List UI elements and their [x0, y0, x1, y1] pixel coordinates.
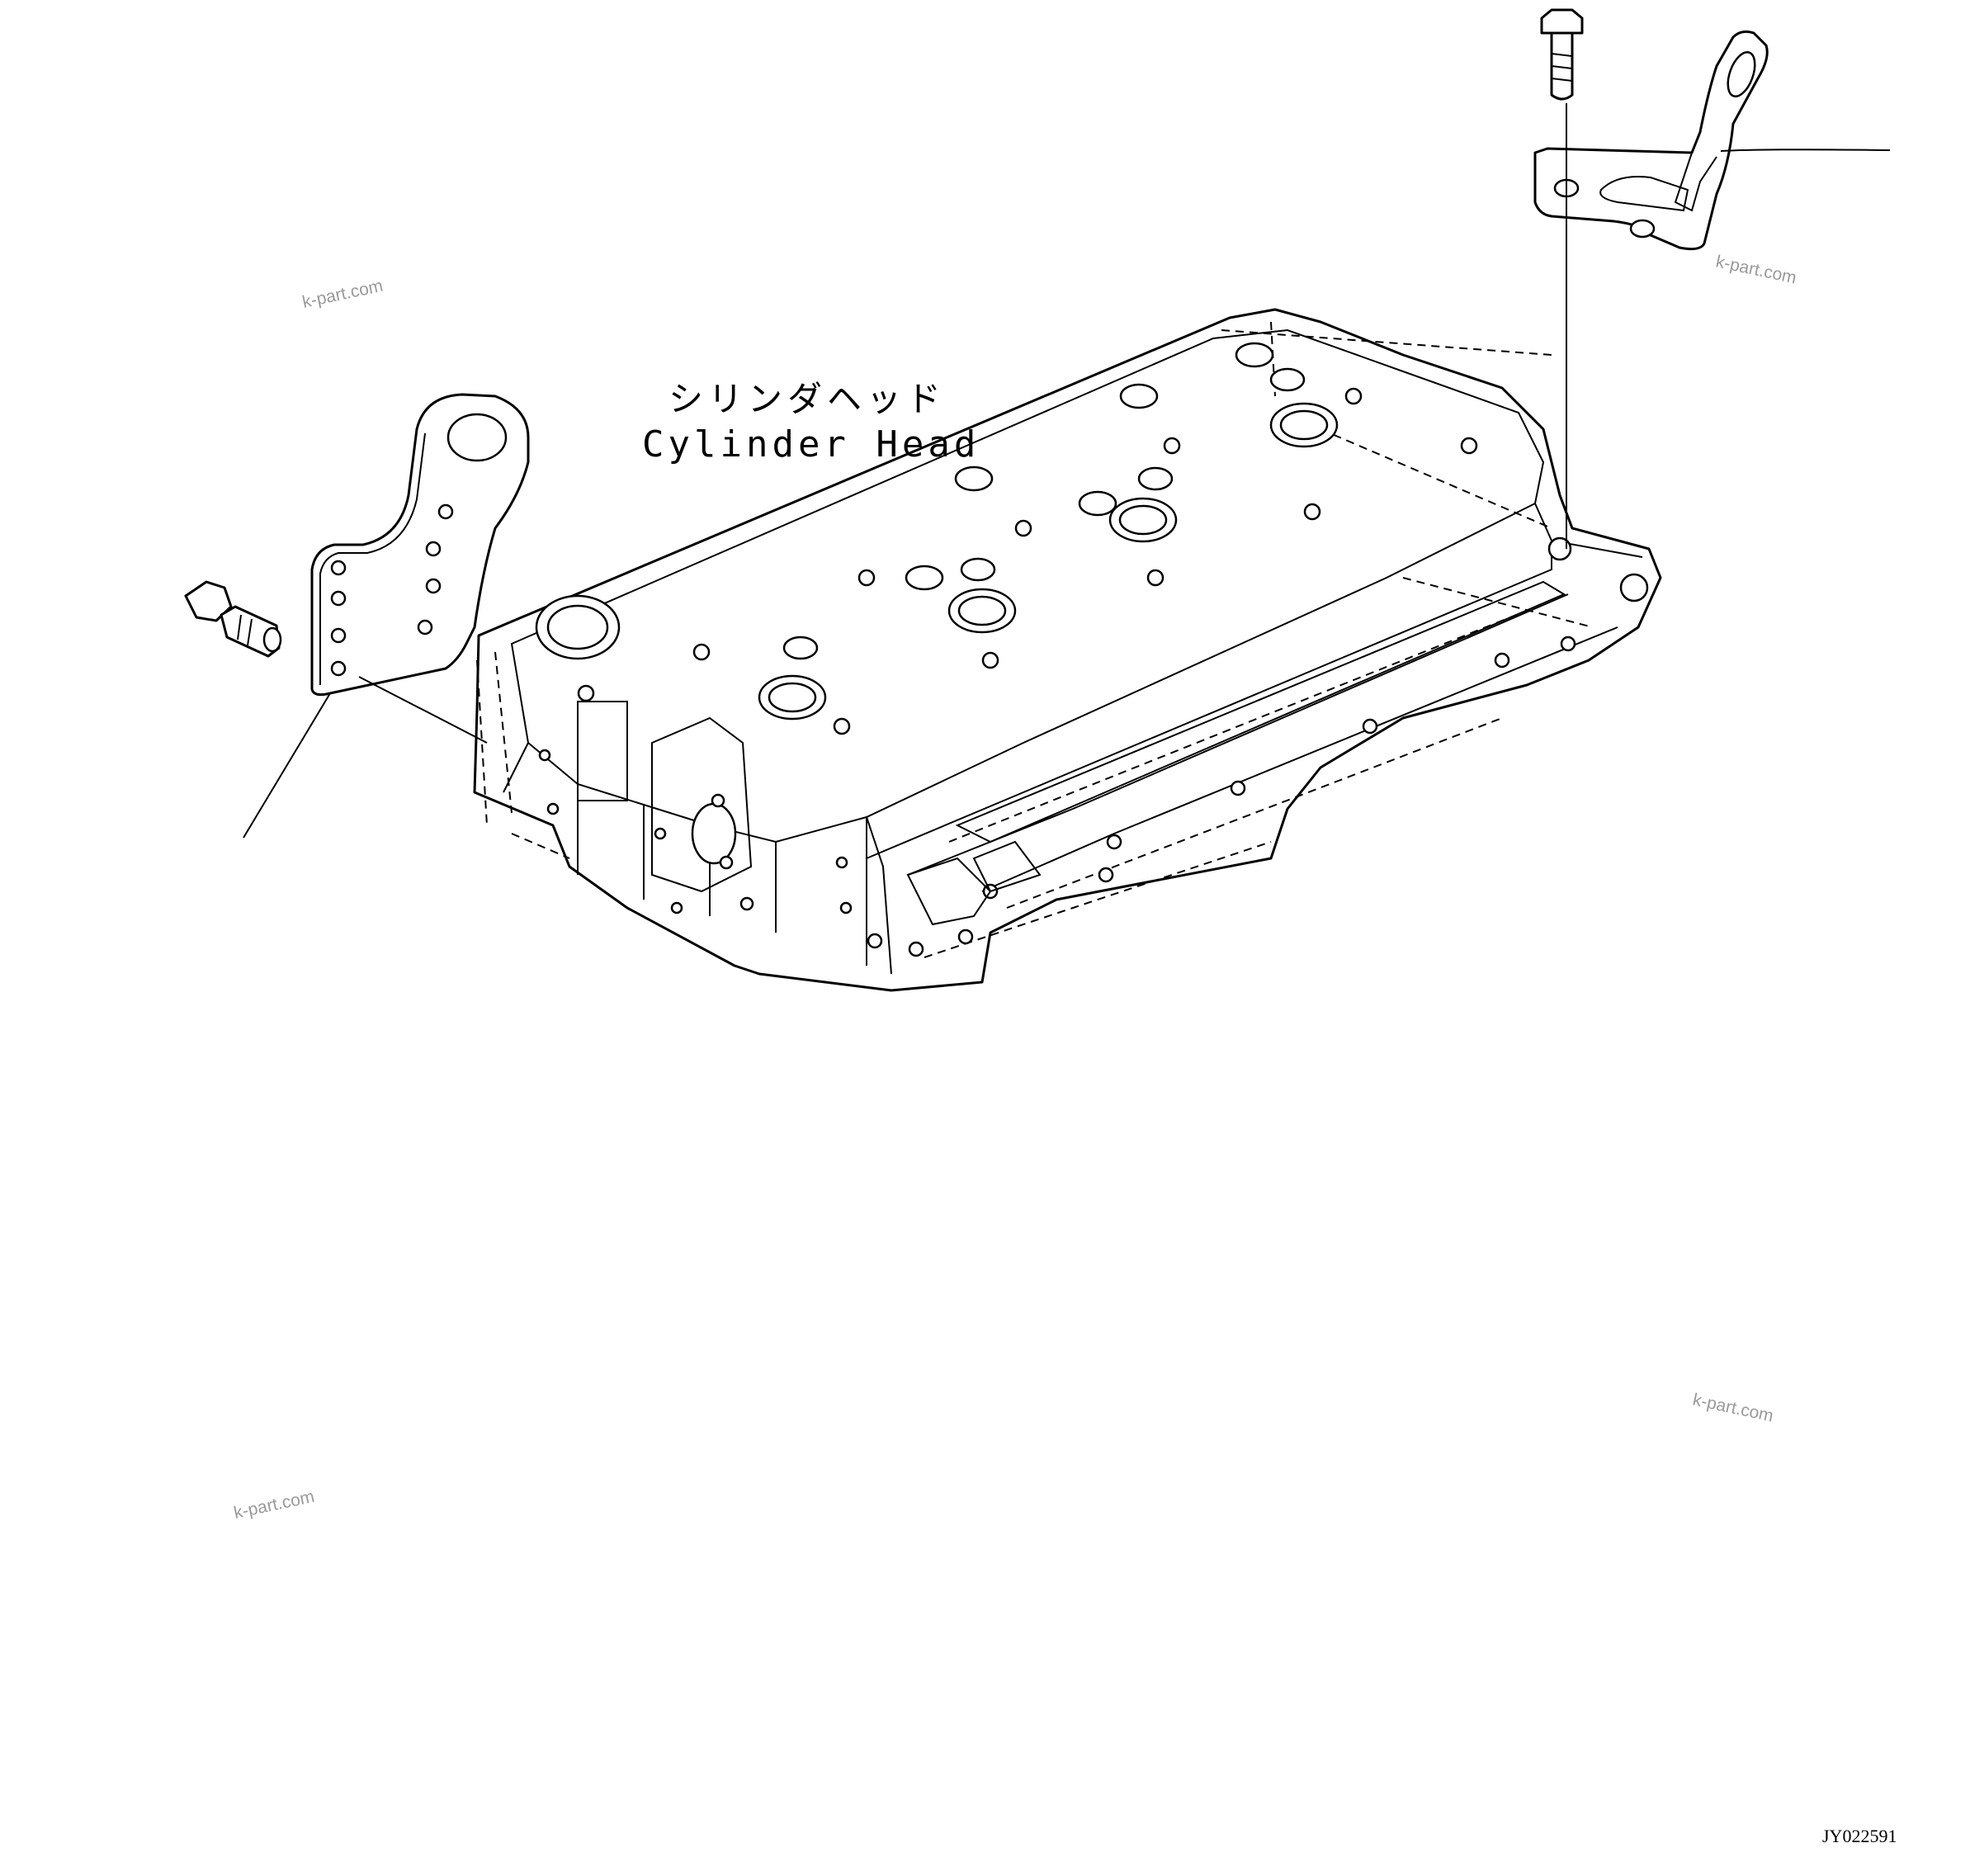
flange-bolt-icon: [184, 580, 282, 658]
right-leader-line: [1720, 149, 1891, 152]
cylinder-head-icon: [473, 308, 1662, 992]
cylinder-head-label-english: Cylinder Head: [642, 423, 980, 465]
watermark-text: k-part.com: [1714, 252, 1798, 287]
left-lifting-bracket: [310, 393, 530, 697]
left-bracket-guide-line: [358, 676, 488, 744]
watermark-text: k-part.com: [300, 276, 385, 312]
lifting-bracket-icon: [310, 393, 530, 697]
watermark-text: k-part.com: [232, 1487, 316, 1523]
left-leader-line: [243, 692, 331, 839]
drawing-code: JY022591: [1822, 1826, 1897, 1846]
cylinder-head-label-japanese: シリンダヘッド: [668, 379, 946, 419]
flange-bolt-icon: [1540, 8, 1584, 101]
bolt-holes: [577, 387, 1649, 957]
watermark-text: k-part.com: [1691, 1390, 1775, 1425]
lifting-bracket-icon: [1533, 30, 1769, 251]
valve-ports: [535, 342, 1339, 721]
front-face-details: [538, 701, 992, 926]
